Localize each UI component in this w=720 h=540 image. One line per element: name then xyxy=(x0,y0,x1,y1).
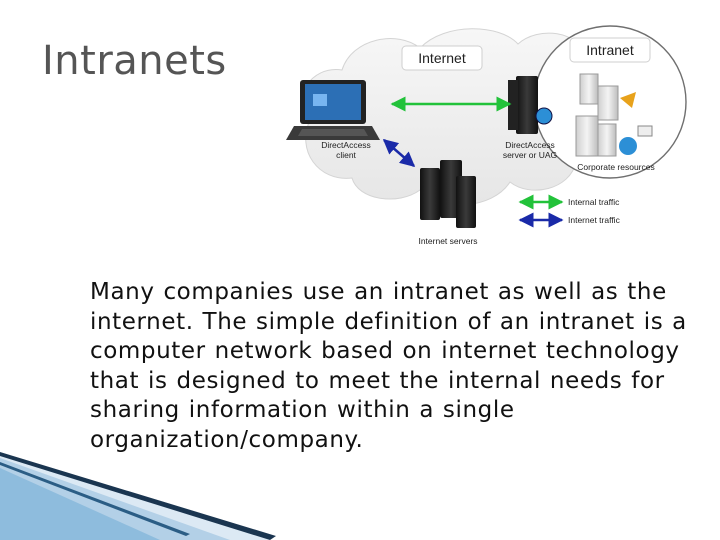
legend-internal-label: Internal traffic xyxy=(568,197,620,207)
server-label-line1: DirectAccess xyxy=(505,140,555,150)
body-paragraph: Many companies use an intranet as well a… xyxy=(90,279,687,453)
internet-servers-icon xyxy=(420,160,476,228)
server-icon xyxy=(508,76,553,134)
slide-title: Intranets xyxy=(42,38,227,84)
corporate-label: Corporate resources xyxy=(577,162,654,172)
internet-label: Internet xyxy=(418,50,466,66)
internet-servers-label: Internet servers xyxy=(418,236,477,246)
internet-label-box xyxy=(401,45,483,71)
legend-internet-label: Internet traffic xyxy=(568,215,621,225)
client-label-line2: client xyxy=(336,150,356,160)
corporate-racks-icon xyxy=(575,73,653,157)
laptop-icon xyxy=(286,80,380,140)
network-diagram: Internet Intranet DirectAccess client Di… xyxy=(286,25,687,246)
client-label-line1: DirectAccess xyxy=(321,140,371,150)
server-label-line2: server or UAG xyxy=(503,150,557,160)
footer-decoration xyxy=(0,452,276,540)
internet-traffic-arrow xyxy=(382,139,416,167)
intranet-label: Intranet xyxy=(586,42,634,58)
intranet-label-box xyxy=(569,37,651,63)
